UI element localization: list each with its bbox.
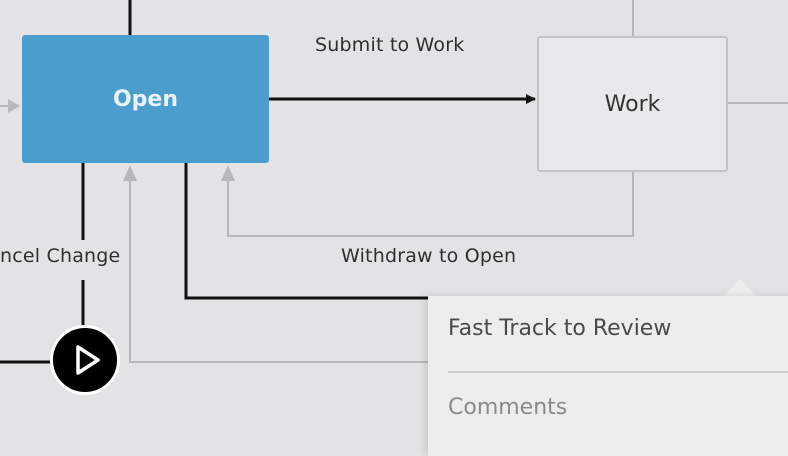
popover-arrow xyxy=(722,279,758,297)
state-open-label: Open xyxy=(112,86,179,112)
play-icon xyxy=(76,345,100,375)
arrowhead-withdraw xyxy=(221,165,235,181)
arrowhead-left-in xyxy=(8,99,20,113)
connector-withdraw xyxy=(227,172,634,237)
arrowhead-bottom-loop xyxy=(123,165,137,181)
transition-submit-to-work-label: Submit to Work xyxy=(315,34,465,56)
menu-divider xyxy=(448,371,788,373)
menu-item-comments[interactable]: Comments xyxy=(448,395,568,420)
workflow-diagram xyxy=(0,0,788,364)
connector-bottom-loop xyxy=(129,176,430,363)
transition-popover-menu xyxy=(428,296,788,456)
transition-withdraw-to-open-label: Withdraw to Open xyxy=(341,245,517,267)
state-work-label: Work xyxy=(604,91,661,117)
state-open[interactable]: Open xyxy=(22,35,269,163)
connector-fast-track xyxy=(184,163,430,300)
video-play-button[interactable] xyxy=(50,325,120,395)
menu-item-fast-track-to-review[interactable]: Fast Track to Review xyxy=(448,316,672,341)
state-work[interactable]: Work xyxy=(537,36,728,172)
transition-cancel-change-label: ncel Change xyxy=(0,245,121,267)
